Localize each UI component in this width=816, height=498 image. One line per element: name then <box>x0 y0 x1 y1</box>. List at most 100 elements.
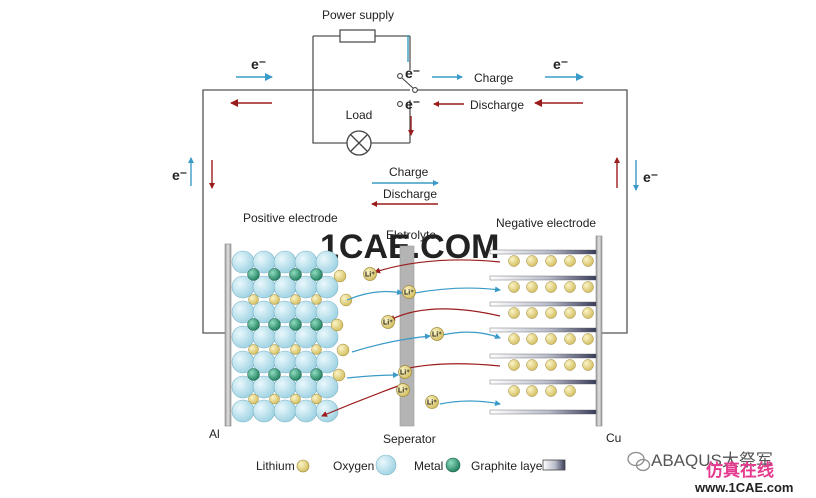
oxygen-atom <box>315 375 339 399</box>
charge-label-top: Charge <box>474 71 514 85</box>
lithium-ion <box>430 327 444 341</box>
lithium-atom <box>269 294 280 305</box>
charge-label-middle: Charge <box>389 165 429 179</box>
lithium-atom <box>545 359 557 371</box>
lithium-ion-label: Li⁺ <box>404 290 414 297</box>
lithium-atom <box>269 344 280 355</box>
lithium-atom <box>564 255 576 267</box>
lithium-ion <box>398 365 412 379</box>
lithium-atom <box>564 307 576 319</box>
discharge-ion-arrow <box>399 363 501 372</box>
power-supply-label: Power supply <box>322 8 394 22</box>
lithium-atom <box>508 281 520 293</box>
legend: Lithium Oxygen Metal Graphite layer <box>256 454 566 476</box>
electron-label-left: e⁻ <box>172 167 187 183</box>
metal-atom <box>247 268 260 281</box>
lithium-ion-label: Li⁺ <box>400 370 410 377</box>
lithium-atom <box>339 293 353 307</box>
lithium-ion-label: Li⁺ <box>398 388 408 395</box>
lithium-atom <box>311 344 322 355</box>
lithium-atom <box>582 281 594 293</box>
lithium-atom <box>564 333 576 345</box>
oxygen-atom <box>315 325 339 349</box>
lithium-atom <box>545 307 557 319</box>
charge-ion-arrow <box>346 289 403 301</box>
legend-oxygen-swatch <box>375 454 397 476</box>
lithium-atom <box>248 344 259 355</box>
legend-graphite-swatch <box>542 459 566 471</box>
lithium-atom <box>330 318 344 332</box>
charge-ion-arrow <box>346 372 399 379</box>
lithium-atom <box>564 385 576 397</box>
aluminium-collector <box>224 243 232 427</box>
external-circuit <box>202 35 628 334</box>
charge-ion-arrow <box>439 400 501 406</box>
graphite-layer <box>489 327 597 333</box>
lithium-atom <box>545 333 557 345</box>
oxygen-atom <box>315 250 339 274</box>
lithium-atom <box>526 255 538 267</box>
lithium-ion-label: Li⁺ <box>365 272 375 279</box>
graphite-layer <box>489 249 597 255</box>
metal-atom <box>247 318 260 331</box>
metal-atom <box>289 268 302 281</box>
lithium-ion-label: Li⁺ <box>427 400 437 407</box>
legend-lithium-swatch <box>296 459 310 473</box>
lithium-atom <box>290 393 301 405</box>
load-lamp-icon <box>346 130 372 156</box>
electron-label-right: e⁻ <box>643 169 658 185</box>
discharge-ion-arrow <box>321 385 399 417</box>
discharge-ion-arrow <box>374 259 501 274</box>
lithium-atom <box>582 307 594 319</box>
power-supply-resistor <box>339 29 376 43</box>
lithium-ion <box>363 267 377 281</box>
watermark-brand: ABAQUS大祭军 <box>651 451 773 470</box>
graphite-layer <box>489 301 597 307</box>
switch-icon <box>397 73 418 107</box>
electron-label-top-right: e⁻ <box>553 56 568 72</box>
graphite-layer <box>489 275 597 281</box>
graphite-layer <box>489 353 597 359</box>
discharge-label-middle: Discharge <box>383 187 437 201</box>
lithium-atom <box>564 359 576 371</box>
lithium-atom <box>526 307 538 319</box>
lithium-atom <box>248 393 259 405</box>
cu-label: Cu <box>606 431 621 445</box>
lithium-atom <box>582 255 594 267</box>
separator <box>399 245 415 427</box>
lithium-ion-paths: Li⁺ Li⁺ Li⁺ Li⁺ Li⁺ Li⁺ Li⁺ <box>321 259 501 417</box>
lithium-ion <box>381 315 395 329</box>
charge-ion-arrow <box>351 333 431 353</box>
lithium-ion-label: Li⁺ <box>432 332 442 339</box>
legend-metal-swatch <box>445 457 461 473</box>
metal-atom <box>268 368 281 381</box>
lithium-atom <box>269 393 280 405</box>
legend-metal-label: Metal <box>414 459 443 473</box>
metal-atom <box>247 368 260 381</box>
watermark-url: www.1CAE.com <box>694 480 793 495</box>
lithium-ion-label: Li⁺ <box>383 320 393 327</box>
lithium-atom <box>545 255 557 267</box>
lithium-ion <box>402 285 416 299</box>
electrolyte-label: Eletrolyte <box>386 228 436 242</box>
lithium-atom <box>526 333 538 345</box>
negative-electrode-label: Negative electrode <box>496 216 596 230</box>
lithium-atom <box>582 359 594 371</box>
lithium-atom <box>526 385 538 397</box>
electron-label-top-left: e⁻ <box>251 56 266 72</box>
discharge-label-top: Discharge <box>470 98 524 112</box>
lithium-atom <box>290 344 301 355</box>
lithium-atom <box>545 281 557 293</box>
lithium-atom <box>248 294 259 305</box>
metal-atom <box>268 268 281 281</box>
oxygen-atom <box>315 275 339 299</box>
oxygen-atom <box>315 300 339 324</box>
negative-electrode-graphite-stack <box>489 249 597 415</box>
lithium-atom <box>508 359 520 371</box>
metal-atom <box>310 368 323 381</box>
positive-electrode-label: Positive electrode <box>243 211 338 225</box>
al-label: Al <box>209 427 220 441</box>
metal-atom <box>310 318 323 331</box>
lithium-ion <box>425 395 439 409</box>
